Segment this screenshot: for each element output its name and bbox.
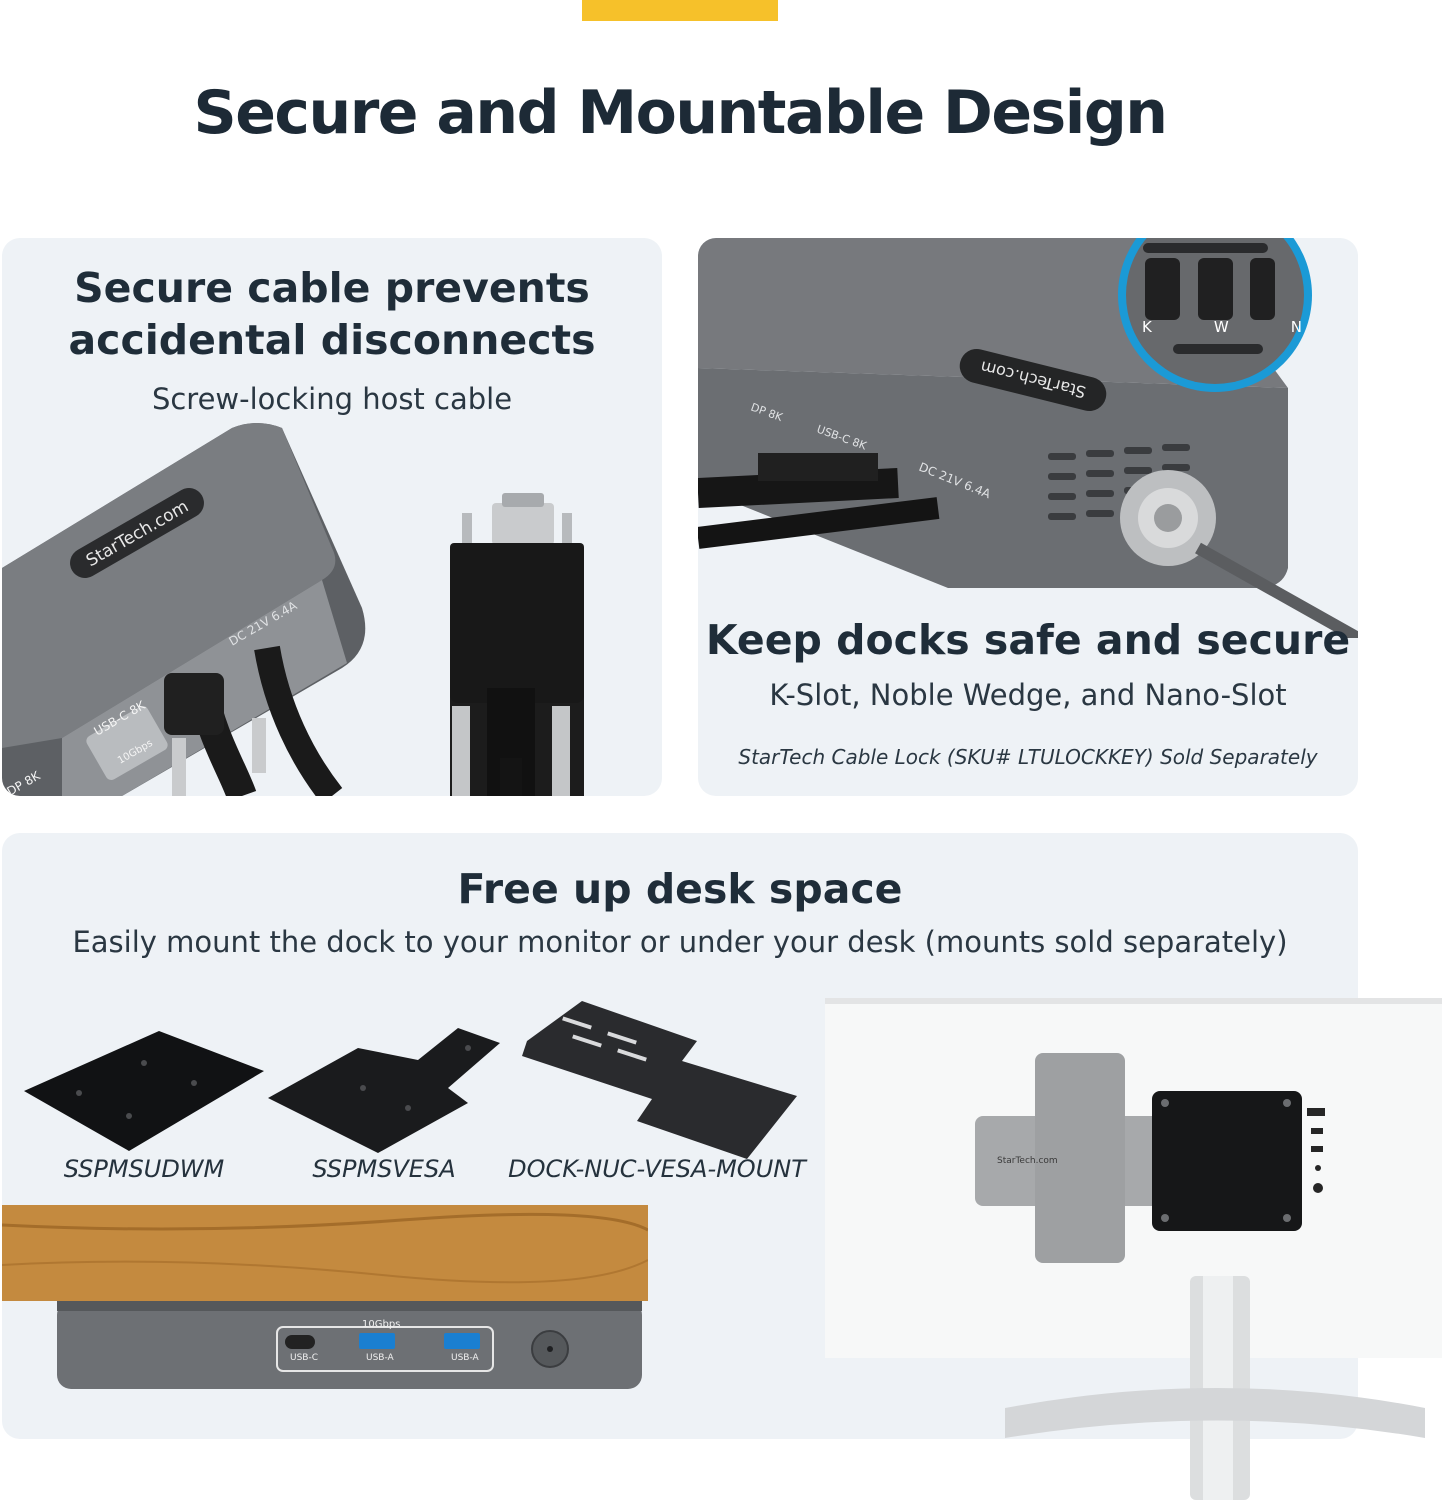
cable-heading-line2: accidental disconnects <box>68 316 596 364</box>
monitor-mounted-dock-image: StarTech.com <box>825 998 1442 1500</box>
secure-cable-panel: Secure cable prevents accidental disconn… <box>2 238 662 796</box>
lock-heading: Keep docks safe and secure <box>705 616 1351 664</box>
mount-subheading: Easily mount the dock to your monitor or… <box>72 925 1288 959</box>
mount-heading: Free up desk space <box>457 865 903 913</box>
cable-heading: Secure cable prevents accidental disconn… <box>2 262 662 366</box>
under-desk-dock-image <box>2 1205 648 1389</box>
dock-with-cable-lock-image: StarTech.com DC 21V 6.4A USB-C 8K DP 8K <box>698 238 1358 638</box>
under-desk-usba2-label: USB-A <box>451 1353 479 1363</box>
cable-heading-line1: Secure cable prevents <box>74 264 590 312</box>
slot-labels: K W N <box>1142 318 1302 336</box>
mount-sspmsudwm-image <box>24 1031 264 1151</box>
monitor-dock-brand-logo: StarTech.com <box>997 1156 1058 1166</box>
page-title: Secure and Mountable Design <box>193 78 1168 148</box>
lock-subheading: K-Slot, Noble Wedge, and Nano-Slot <box>769 678 1287 712</box>
mount-sspmsvesa-image <box>268 1028 500 1153</box>
cable-subheading: Screw-locking host cable <box>151 382 513 416</box>
wedge-slot-label: W <box>1213 318 1229 336</box>
under-desk-usba1-label: USB-A <box>366 1353 394 1363</box>
under-desk-usbc-label: USB-C <box>290 1353 319 1363</box>
k-slot-label: K <box>1142 318 1152 336</box>
mount-label-dock-nuc-vesa: DOCK-NUC-VESA-MOUNT <box>508 1155 806 1183</box>
under-desk-speed-label: 10Gbps <box>362 1319 401 1330</box>
accent-bar <box>582 0 778 21</box>
security-lock-panel: StarTech.com DC 21V 6.4A USB-C 8K DP 8K … <box>698 238 1358 796</box>
mount-label-sspmsudwm: SSPMSUDWM <box>63 1155 225 1183</box>
dock-with-screw-cable-image: StarTech.com DC 21V 6.4A USB-C 8K 10Gbps… <box>2 423 584 796</box>
mount-label-sspmsvesa: SSPMSVESA <box>312 1155 456 1183</box>
mount-dock-nuc-vesa-image <box>522 1001 797 1159</box>
lock-note: StarTech Cable Lock (SKU# LTULOCKKEY) So… <box>738 745 1318 769</box>
nano-slot-label: N <box>1290 318 1302 336</box>
